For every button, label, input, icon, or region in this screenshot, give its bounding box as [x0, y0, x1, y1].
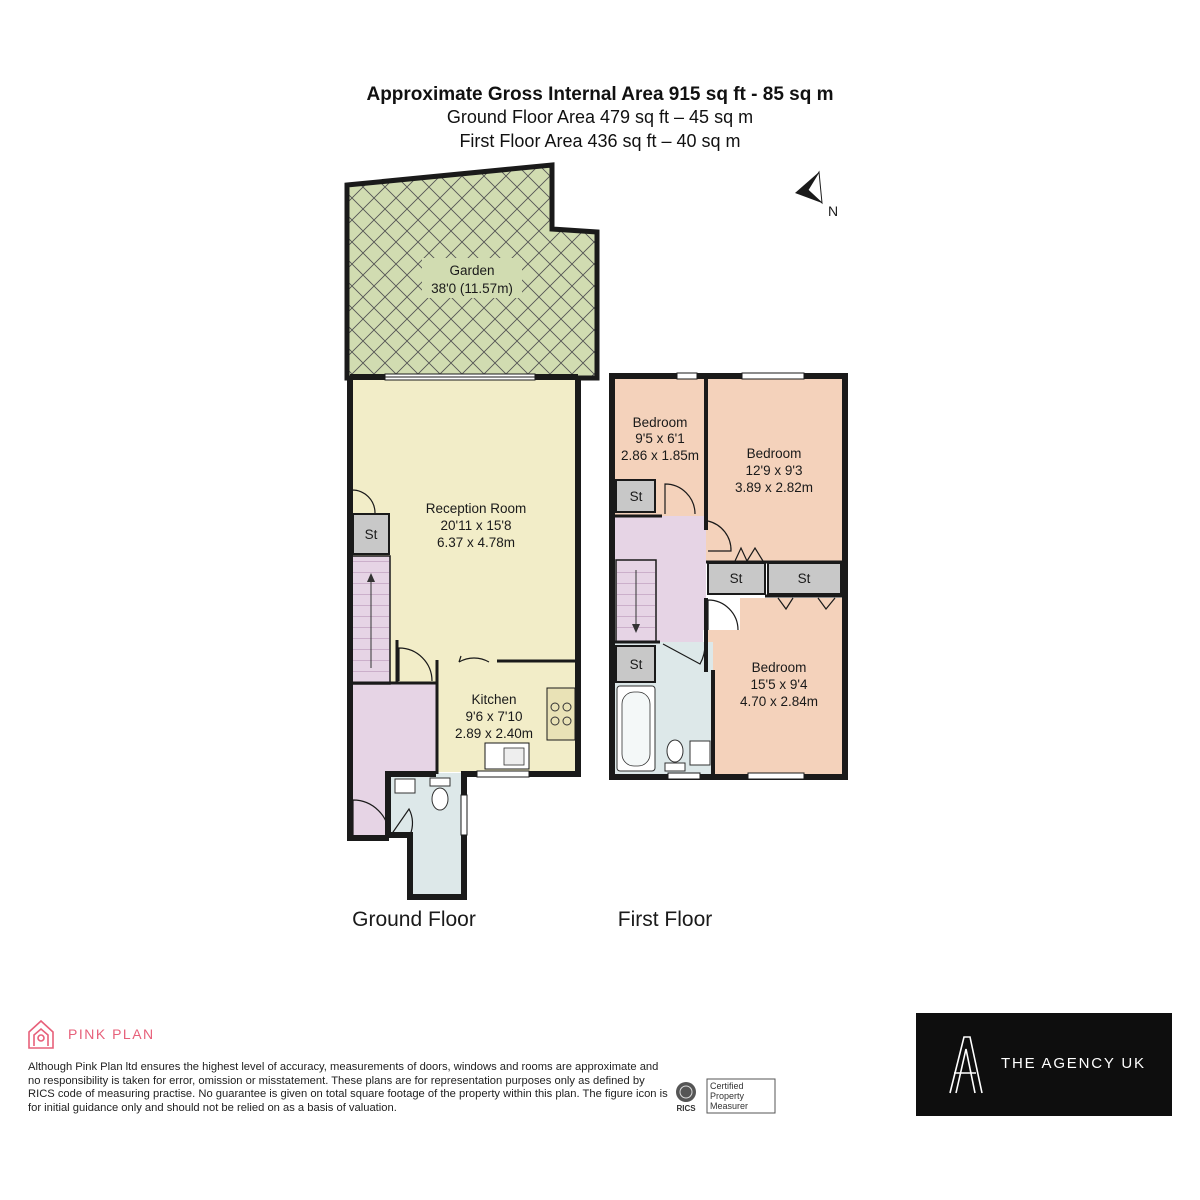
first-outer-wall — [609, 373, 848, 780]
bath-toilet-bowl — [666, 739, 684, 763]
kitchen-worktop — [546, 687, 576, 741]
reception-metric: 6.37 x 4.78m — [437, 535, 515, 550]
small-bedroom-door-swing — [664, 483, 696, 515]
first-window-1 — [676, 372, 698, 380]
bath-toilet-cistern — [664, 762, 686, 772]
kitchen-imperial: 9'6 x 7'10 — [466, 709, 523, 724]
kitchen-sink-bowl — [503, 747, 525, 766]
first-store-1-label: St — [630, 489, 643, 504]
pink-plan-logo — [28, 1019, 54, 1049]
reception-door-swing — [351, 489, 376, 514]
garden — [344, 162, 600, 381]
first-store-3 — [707, 562, 766, 595]
garden-label: Garden — [449, 263, 494, 278]
toilet-bowl — [431, 787, 449, 811]
bedroom-right — [706, 378, 843, 562]
garden-dims: 38'0 (11.57m) — [431, 281, 513, 296]
first-store-2 — [615, 645, 656, 683]
first-landing — [614, 516, 706, 642]
store-door-swing — [734, 546, 764, 562]
bath-inner — [621, 691, 651, 767]
large-bedroom-door-swing — [707, 599, 739, 631]
first-floor-area: First Floor Area 436 sq ft – 40 sq m — [459, 131, 741, 151]
front-door-swing — [352, 799, 390, 837]
bedroom-small-imperial: 9'5 x 6'1 — [635, 431, 684, 446]
bedroom-right-label: Bedroom — [747, 446, 802, 461]
bedroom-large-imperial: 15'5 x 9'4 — [751, 677, 808, 692]
rics-label-box — [706, 1078, 776, 1114]
rics-label: Certified Property Measurer — [710, 1081, 749, 1111]
bedroom-large — [706, 598, 843, 775]
first-floor-title: First Floor — [618, 908, 713, 931]
first-store-1 — [615, 479, 656, 513]
garden-label-bg — [422, 258, 522, 298]
kitchen-label: Kitchen — [471, 692, 516, 707]
stair-arrow-head — [367, 573, 375, 582]
hall-door-swing — [398, 647, 433, 682]
agency-name: THE AGENCY UK — [1001, 1055, 1146, 1072]
rics-seal-inner — [679, 1085, 693, 1099]
hob-ring — [562, 716, 572, 726]
pink-plan-brand: PINK PLAN — [68, 1026, 155, 1042]
wc-door-swing — [390, 807, 414, 836]
rics-logo-text: RICS — [676, 1104, 696, 1113]
toilet-cistern — [429, 777, 451, 787]
agency-logo-panel: THE AGENCY UK — [916, 1013, 1172, 1116]
ground-floor-title: Ground Floor — [352, 908, 476, 931]
bedroom-small-label: Bedroom — [633, 415, 688, 430]
reception-label: Reception Room — [426, 501, 527, 516]
rics-badge: RICS — [676, 1078, 776, 1114]
first-store-4-label: St — [798, 571, 811, 586]
first-store-3-label: St — [730, 571, 743, 586]
house-dot-icon — [37, 1034, 45, 1042]
reception-imperial: 20'11 x 15'8 — [441, 518, 512, 533]
ground-floor-area: Ground Floor Area 479 sq ft – 45 sq m — [446, 107, 754, 127]
wardrobe-door-swing — [777, 597, 836, 611]
rics-seal-icon — [676, 1082, 696, 1102]
kitchen-door-swing — [458, 657, 490, 663]
first-stair-arrow-head — [632, 624, 640, 633]
compass — [795, 170, 823, 205]
compass-arrow-light — [807, 170, 823, 205]
gross-area-title: Approximate Gross Internal Area 915 sq f… — [366, 84, 834, 105]
first-store-2-label: St — [630, 657, 643, 672]
house-icon — [28, 1019, 54, 1049]
ground-store-label: St — [365, 527, 378, 542]
hob-ring — [562, 702, 572, 712]
bathroom-door-swing — [662, 643, 706, 665]
wc-window — [460, 794, 468, 836]
hob-ring — [550, 716, 560, 726]
house-inner-icon — [33, 1027, 49, 1046]
agency-mark-icon — [949, 1036, 983, 1094]
bedroom-right-metric: 3.89 x 2.82m — [735, 480, 813, 495]
disclaimer-text: Although Pink Plan ltd ensures the highe… — [28, 1061, 668, 1114]
first-window-2 — [741, 372, 805, 380]
bedroom-small-metric: 2.86 x 1.85m — [621, 448, 699, 463]
first-door-swings — [662, 483, 836, 665]
hob-ring — [550, 702, 560, 712]
bedroom-right-imperial: 12'9 x 9'3 — [746, 463, 803, 478]
bath-basin — [689, 740, 711, 766]
right-bedroom-door-swing — [707, 520, 732, 552]
ground-door-swings — [351, 489, 490, 837]
kitchen-metric: 2.89 x 2.40m — [455, 726, 533, 741]
wc-basin — [394, 778, 416, 794]
kitchen-door-leaf — [458, 655, 462, 663]
kitchen-window — [476, 770, 530, 778]
first-window-3 — [667, 772, 701, 780]
compass-label: N — [828, 203, 838, 219]
ground-store — [352, 513, 390, 555]
first-walls — [609, 373, 848, 780]
bedroom-large-metric: 4.70 x 2.84m — [740, 694, 818, 709]
ground-right-wall — [385, 377, 581, 900]
first-window-4 — [747, 772, 805, 780]
bedroom-large-label: Bedroom — [752, 660, 807, 675]
